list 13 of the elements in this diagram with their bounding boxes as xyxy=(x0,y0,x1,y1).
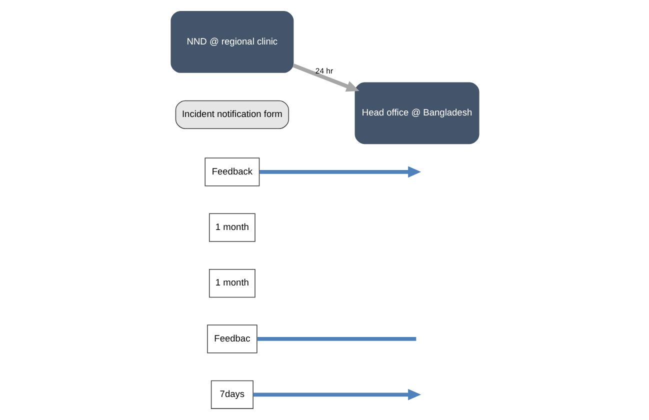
node-box: Head office @ Bangladesh xyxy=(354,82,479,144)
node-box: 1 month xyxy=(208,268,255,298)
node-box: Feedbac xyxy=(206,324,257,354)
node-box: Incident notification form xyxy=(174,100,289,129)
arrow xyxy=(252,388,420,400)
node-box: NND @ regional clinic xyxy=(170,11,294,73)
node-box: Feedback xyxy=(204,158,260,186)
arrow xyxy=(292,64,359,92)
edge-label: 24 hr xyxy=(314,66,333,76)
arrow xyxy=(258,166,421,178)
node-box: 7days xyxy=(210,380,253,409)
connector xyxy=(256,337,416,341)
node-box: 1 month xyxy=(208,213,255,242)
